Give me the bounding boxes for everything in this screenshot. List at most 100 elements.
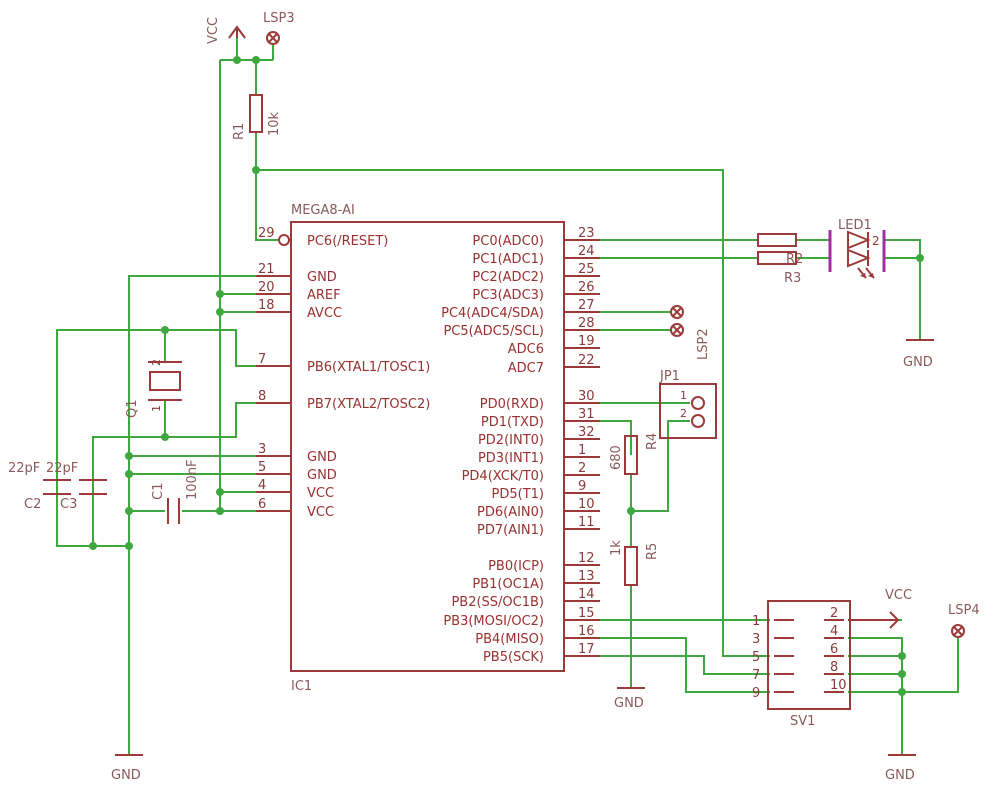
c3-name: C3 <box>60 497 77 512</box>
r1-name: R1 <box>232 123 247 140</box>
ic1-pin-label: PC0(ADC0) <box>472 234 544 249</box>
ic1-pin-number: 30 <box>578 389 595 404</box>
q1-pin-1: 1 <box>150 405 163 412</box>
ic1-pin-number: 8 <box>258 389 266 404</box>
gnd-label-r5: GND <box>614 696 644 711</box>
ic1-name: IC1 <box>291 679 312 694</box>
ic1-pin-number: 20 <box>258 280 275 295</box>
ic1-pin-number: 26 <box>578 280 595 295</box>
ic1-pin-label: PB6(XTAL1/TOSC1) <box>307 360 430 375</box>
ic1-pin-label: ADC6 <box>508 342 544 357</box>
ic1-pin-number: 18 <box>258 298 275 313</box>
ic1-pin-label: PD4(XCK/T0) <box>462 469 544 484</box>
resistor-r1: R1 10k <box>232 94 282 140</box>
c2-value: 22pF <box>8 461 40 476</box>
lsp2: LSP2 <box>670 305 711 360</box>
ic1-pin-number: 21 <box>258 262 275 277</box>
ic1-pin-number: 13 <box>578 569 595 584</box>
led1: LED1 2 <box>828 218 886 279</box>
ic1-pin-label: PB1(OC1A) <box>472 577 544 592</box>
q1-pin-2: 2 <box>150 359 163 366</box>
sv1-pin-number: 10 <box>830 678 847 693</box>
jp1-pin-2: 2 <box>680 407 687 420</box>
gnd-label-isp: GND <box>885 768 915 783</box>
resistor-r3: R3 <box>757 251 801 286</box>
ic1-right-pins: 23PC0(ADC0)24PC1(ADC1)25PC2(ADC2)26PC3(A… <box>441 226 600 665</box>
vcc-label-right: VCC <box>885 588 912 603</box>
ic1-pin-number: 27 <box>578 298 595 313</box>
ic1-pin-label: PD1(TXD) <box>481 415 544 430</box>
lsp3-label: LSP3 <box>263 11 295 26</box>
ic1-pin-label: PC1(ADC1) <box>472 252 544 267</box>
lsp3: LSP3 <box>263 11 295 45</box>
ic1-pin-number: 12 <box>578 551 595 566</box>
ic1-pin-number: 23 <box>578 226 595 241</box>
capacitor-c3: 22pF C3 <box>46 461 107 512</box>
gnd-label-left: GND <box>111 768 141 783</box>
r4-value: 680 <box>609 445 624 470</box>
jumper-jp1: JP1 1 2 <box>659 369 717 439</box>
resistor-r4: 680 R4 <box>609 433 660 475</box>
r5-value: 1k <box>609 540 624 556</box>
ic1-pin-number: 25 <box>578 262 595 277</box>
ic1-pin-label: GND <box>307 270 337 285</box>
ic1-pin-label: PD3(INT1) <box>478 451 544 466</box>
ic1-pin-number: 15 <box>578 606 595 621</box>
ic1-pin-number: 19 <box>578 334 595 349</box>
ic1-pin-number: 2 <box>578 461 586 476</box>
gnd-label-led: GND <box>903 355 933 370</box>
sv1-pin-number: 2 <box>830 606 838 621</box>
lsp4-label: LSP4 <box>948 603 980 618</box>
gnd-symbol-isp: GND <box>885 754 916 783</box>
ic1-pin-label: PB3(MOSI/OC2) <box>443 614 544 629</box>
ic1-pin-label: GND <box>307 468 337 483</box>
vcc-symbol-top: VCC <box>206 17 246 44</box>
ic1-pin-label: PB4(MISO) <box>475 632 544 647</box>
r1-value: 10k <box>267 111 282 136</box>
sv1-pin-number: 1 <box>752 614 760 629</box>
sv1-pin-number: 7 <box>752 668 760 683</box>
sv1-pin-number: 9 <box>752 686 760 701</box>
jp1-pin-1: 1 <box>680 389 687 402</box>
led1-name: LED1 <box>838 218 872 233</box>
ic1-pin-number: 6 <box>258 497 266 512</box>
ic1-pin-label: PC3(ADC3) <box>472 288 544 303</box>
ic1-pin-label: PD5(T1) <box>492 487 544 502</box>
ic1-mega8: MEGA8-AI IC1 29PC6(/RESET)21GND20AREF18A… <box>256 203 600 694</box>
sv1-pin-number: 6 <box>830 642 838 657</box>
gnd-symbol-left: GND <box>111 754 143 783</box>
c2-name: C2 <box>24 497 41 512</box>
ic1-pin-label: PB5(SCK) <box>483 650 544 665</box>
ic1-pin-number: 24 <box>578 244 595 259</box>
r5-name: R5 <box>645 543 660 560</box>
sv1-pin-number: 3 <box>752 632 760 647</box>
ic1-pin-label: PB2(SS/OC1B) <box>451 595 544 610</box>
ic1-pin-number: 3 <box>258 442 266 457</box>
ic1-pin-label: PD7(AIN1) <box>477 523 544 538</box>
ic1-pin-label: ADC7 <box>508 361 544 376</box>
ic1-left-pins: 29PC6(/RESET)21GND20AREF18AVCC7PB6(XTAL1… <box>256 226 430 520</box>
ic1-pin-label: PD0(RXD) <box>480 397 544 412</box>
ic1-pin-number: 29 <box>258 226 275 241</box>
resistor-r5: 1k R5 <box>609 540 660 586</box>
lsp2-label: LSP2 <box>696 328 711 360</box>
ic1-pin-label: PD6(AIN0) <box>477 505 544 520</box>
sv1-name: SV1 <box>790 714 815 729</box>
ic1-pin-number: 17 <box>578 642 595 657</box>
ic1-pin-label: PC4(ADC4/SDA) <box>441 306 544 321</box>
c1-name: C1 <box>151 483 166 500</box>
gnd-symbol-led: GND <box>903 339 934 370</box>
ic1-pin-label: AVCC <box>307 306 342 321</box>
ic1-value: MEGA8-AI <box>291 203 355 218</box>
vcc-label-top: VCC <box>206 17 221 44</box>
ic1-pin-label: PC5(ADC5/SCL) <box>443 324 544 339</box>
ic1-pin-number: 14 <box>578 587 595 602</box>
ic1-pin-number: 22 <box>578 353 595 368</box>
ic1-pin-number: 1 <box>578 443 586 458</box>
ic1-pin-number: 5 <box>258 460 266 475</box>
vcc-symbol-right: VCC <box>848 588 912 629</box>
ic1-pin-label: VCC <box>307 505 334 520</box>
